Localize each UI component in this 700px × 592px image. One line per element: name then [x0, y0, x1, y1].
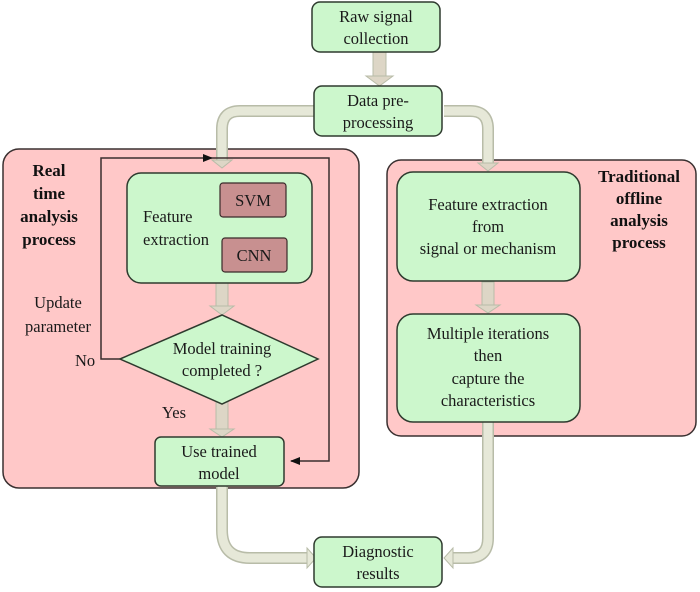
merge-arrow-left: [216, 486, 317, 570]
svg-text:analysis: analysis: [610, 211, 668, 230]
yes-label: Yes: [162, 403, 186, 422]
svg-text:Feature: Feature: [143, 207, 192, 226]
decision-model-training-completed: Model training completed ?: [118, 314, 320, 405]
update-parameter-label: Update parameter: [25, 293, 91, 336]
svg-text:characteristics: characteristics: [441, 391, 535, 410]
svg-text:Model training: Model training: [173, 339, 272, 358]
svg-text:completed ?: completed ?: [182, 361, 262, 380]
svg-text:collection: collection: [343, 29, 408, 48]
svg-text:Traditional: Traditional: [598, 167, 680, 186]
svg-text:signal or mechanism: signal or mechanism: [420, 239, 557, 258]
node-use-trained-model: Use trained model: [154, 436, 285, 487]
arrow-offline-feature-to-iterations: [474, 281, 502, 314]
branch-arrow-right: [444, 105, 500, 172]
arrow-decision-to-usemodel: [208, 401, 236, 438]
offline-panel-title: Traditional offline analysis process: [598, 167, 680, 252]
svg-text:time: time: [33, 184, 66, 203]
svg-text:then: then: [474, 346, 502, 365]
arrow-feature-to-decision: [208, 282, 236, 316]
branch-arrow-left: [210, 105, 316, 169]
svg-text:CNN: CNN: [237, 246, 272, 265]
svg-text:SVM: SVM: [235, 191, 271, 210]
merge-arrow-right: [443, 420, 494, 570]
svg-text:Update: Update: [34, 293, 82, 312]
arrow-raw-to-preprocess: [364, 50, 395, 87]
node-feature-extraction-offline: Feature extraction from signal or mechan…: [396, 171, 581, 282]
svg-text:capture the: capture the: [452, 369, 525, 388]
svm-box: SVM: [219, 182, 287, 218]
svg-text:Feature extraction: Feature extraction: [428, 195, 548, 214]
svg-text:model: model: [198, 464, 240, 483]
svg-text:Real: Real: [32, 161, 65, 180]
node-multiple-iterations: Multiple iterations then capture the cha…: [396, 313, 581, 423]
no-label: No: [75, 351, 95, 370]
arrowhead: [306, 546, 317, 570]
arrowhead: [443, 546, 454, 570]
svg-text:Raw signal: Raw signal: [339, 7, 413, 26]
svg-text:Use trained: Use trained: [181, 442, 257, 461]
realtime-panel-title: Real time analysis process: [20, 161, 78, 249]
svg-text:process: process: [612, 233, 666, 252]
bypass-loop: [212, 157, 330, 465]
svg-text:analysis: analysis: [20, 207, 78, 226]
arrowhead: [210, 159, 234, 169]
cnn-box: CNN: [221, 237, 288, 273]
arrowhead: [476, 162, 500, 172]
svg-text:parameter: parameter: [25, 317, 91, 336]
svg-text:processing: processing: [343, 113, 414, 132]
svg-text:Multiple iterations: Multiple iterations: [427, 324, 549, 343]
svg-text:process: process: [22, 230, 76, 249]
svg-text:extraction: extraction: [143, 230, 209, 249]
svg-text:Data pre-: Data pre-: [347, 91, 409, 110]
svg-text:Diagnostic: Diagnostic: [342, 542, 414, 561]
svg-text:results: results: [356, 564, 399, 583]
node-data-preprocessing: Data pre- processing: [313, 85, 443, 137]
node-diagnostic-results: Diagnostic results: [313, 536, 443, 588]
svg-text:offline: offline: [616, 189, 663, 208]
update-parameter-loop: [100, 154, 213, 360]
svg-text:from: from: [472, 217, 504, 236]
node-raw-signal-collection: Raw signal collection: [311, 1, 441, 53]
